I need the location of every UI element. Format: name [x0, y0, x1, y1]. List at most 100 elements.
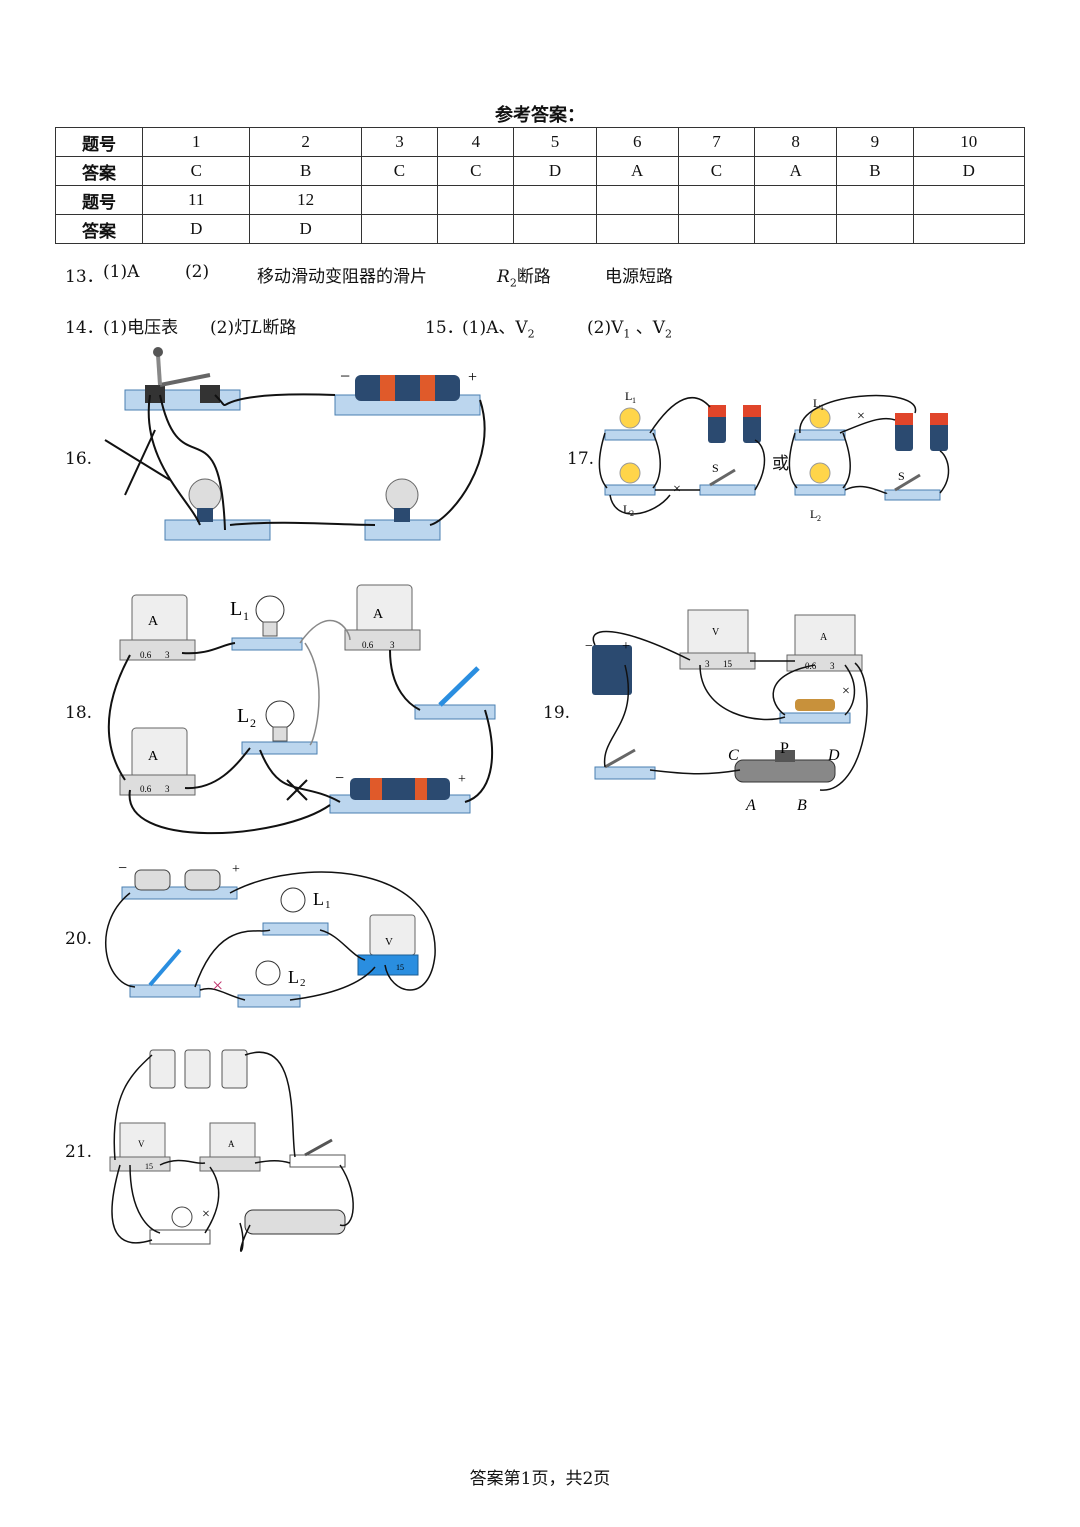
bulb-right-icon — [364, 478, 441, 541]
row-header: 题号 — [55, 185, 143, 215]
table-cell — [360, 214, 439, 244]
svg-text:P: P — [780, 740, 789, 757]
svg-text:1: 1 — [820, 403, 824, 412]
q13-answer-4: R2断路 — [497, 267, 551, 290]
table-cell — [595, 185, 679, 215]
table-cell: 4 — [437, 127, 515, 157]
table-cell: 2 — [249, 127, 362, 157]
table-cell — [513, 214, 597, 244]
switch-icon — [594, 748, 656, 780]
switch-icon — [289, 1138, 346, 1168]
table-cell: 6 — [595, 127, 679, 157]
svg-text:×: × — [857, 409, 865, 424]
ammeter: A 0.6 3 — [786, 614, 863, 672]
table-cell: 1 — [141, 127, 251, 157]
answer-title: 参考答案： — [495, 105, 585, 126]
table-cell: 3 — [360, 127, 439, 157]
q15-answer-2: (2)V1 、V2 — [587, 318, 673, 341]
svg-text:0.6: 0.6 — [362, 640, 374, 650]
table-cell: 8 — [754, 127, 838, 157]
q18-number: 18. — [65, 703, 93, 723]
svg-text:2: 2 — [250, 716, 256, 730]
svg-text:3: 3 — [165, 650, 170, 660]
table-cell: C — [437, 156, 515, 186]
table-cell: D — [141, 214, 251, 244]
svg-text:3: 3 — [165, 784, 170, 794]
row-header: 题号 — [55, 127, 143, 157]
svg-text:A: A — [148, 614, 159, 629]
svg-text:−: − — [585, 639, 593, 654]
table-cell: 10 — [912, 127, 1026, 157]
switch-icon — [124, 347, 241, 411]
table-cell — [754, 214, 838, 244]
table-cell — [437, 185, 515, 215]
svg-text:×: × — [673, 482, 681, 497]
table-cell — [677, 214, 756, 244]
row-header: 答案 — [55, 214, 143, 244]
cross-mark — [104, 429, 171, 496]
rheostat — [244, 1209, 346, 1235]
svg-text:L: L — [288, 967, 299, 987]
svg-text:3: 3 — [705, 659, 710, 669]
cross-mark — [286, 779, 308, 801]
table-cell: C — [677, 156, 756, 186]
q13-answer-1: (1)A — [103, 262, 140, 282]
svg-text:×: × — [842, 684, 850, 699]
table-cell: A — [754, 156, 838, 186]
svg-text:A: A — [745, 797, 756, 814]
table-cell — [912, 185, 1026, 215]
svg-text:1: 1 — [243, 609, 249, 623]
svg-text:A: A — [820, 632, 828, 643]
svg-text:L: L — [237, 705, 249, 727]
q13-answer-2: (2) — [185, 262, 210, 282]
q15-number: 15． — [425, 318, 464, 338]
table-cell — [836, 185, 914, 215]
table-cell: 5 — [513, 127, 597, 157]
table-cell: 9 — [836, 127, 914, 157]
q13-number: 13． — [65, 267, 104, 287]
row-header: 答案 — [55, 156, 143, 186]
bulb-left-icon — [164, 478, 271, 541]
page-footer: 答案第1页，共2页 — [469, 1469, 611, 1489]
svg-text:15: 15 — [723, 659, 733, 669]
svg-text:1: 1 — [632, 396, 636, 405]
svg-text:L: L — [230, 598, 242, 620]
bulb — [149, 1206, 211, 1245]
table-cell — [360, 185, 439, 215]
voltmeter: V 3 15 — [679, 609, 756, 670]
battery-icon: − + — [329, 770, 471, 814]
q15-answer-1: (1)A、V2 — [462, 318, 535, 341]
switch-icon — [129, 948, 201, 998]
q13-answer-5: 电源短路 — [605, 267, 673, 287]
svg-text:×: × — [202, 1207, 210, 1222]
ammeter-bottom-left: A 0.6 3 — [119, 727, 196, 796]
rheostat: C P D A B — [728, 740, 840, 814]
q19-circuit-diagram: − + V 3 15 A 0.6 3 C P D A B × — [585, 609, 868, 814]
svg-text:L: L — [813, 396, 820, 410]
table-cell — [677, 185, 756, 215]
svg-text:2: 2 — [300, 977, 306, 989]
svg-text:+: + — [622, 639, 630, 654]
svg-text:+: + — [468, 369, 477, 386]
table-cell: B — [249, 156, 362, 186]
table-cell: D — [249, 214, 362, 244]
batteries — [149, 1049, 248, 1089]
q20-number: 20. — [65, 929, 93, 949]
ammeter-top-left: A 0.6 3 — [119, 594, 196, 661]
table-cell: B — [836, 156, 914, 186]
svg-text:−: − — [335, 770, 344, 787]
table-cell: 12 — [249, 185, 362, 215]
q21-number: 21. — [65, 1142, 93, 1162]
q14-answer-1: (1)电压表 — [103, 318, 179, 338]
voltmeter: V 15 — [109, 1122, 171, 1172]
table-cell: C — [360, 156, 439, 186]
q14-number: 14． — [65, 318, 104, 338]
table-cell — [754, 185, 838, 215]
svg-text:+: + — [458, 772, 466, 787]
